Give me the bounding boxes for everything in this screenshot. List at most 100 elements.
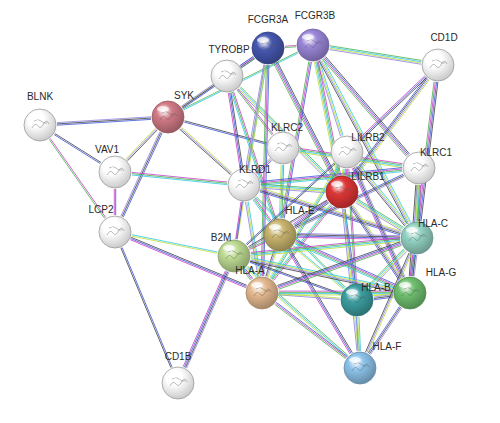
evidence-line xyxy=(121,248,171,368)
evidence-line xyxy=(180,129,231,174)
evidence-line xyxy=(356,203,402,231)
evidence-line xyxy=(285,46,296,48)
node-label: B2M xyxy=(211,232,232,244)
node-circle xyxy=(152,101,184,133)
protein-node: BLNK xyxy=(23,108,57,142)
evidence-line xyxy=(342,169,344,175)
protein-node: HLA-F xyxy=(343,351,377,385)
structure-glyph xyxy=(272,230,289,239)
node-sphere xyxy=(245,276,279,310)
interaction-edge xyxy=(368,306,401,354)
interaction-edge xyxy=(236,65,266,240)
node-sphere xyxy=(251,31,285,65)
sphere-highlight xyxy=(29,114,41,120)
node-label: HLA-G xyxy=(426,267,457,279)
node-label: LILRB1 xyxy=(351,171,384,183)
node-sphere xyxy=(393,276,427,310)
structure-glyph xyxy=(409,233,426,242)
node-label: HLA-F xyxy=(373,341,402,353)
node-sphere xyxy=(98,155,132,189)
evidence-line xyxy=(57,117,151,123)
evidence-line xyxy=(187,272,229,368)
structure-glyph xyxy=(170,378,187,387)
evidence-line xyxy=(351,77,427,177)
evidence-line xyxy=(276,303,347,357)
node-circle xyxy=(297,29,329,61)
sphere-highlight xyxy=(302,34,314,40)
sphere-highlight xyxy=(331,181,343,187)
evidence-line xyxy=(278,244,401,288)
evidence-line xyxy=(236,202,241,239)
sphere-highlight xyxy=(346,289,358,295)
evidence-line xyxy=(330,48,421,63)
evidence-line xyxy=(359,77,425,141)
node-label: KLRC1 xyxy=(420,147,452,159)
node-sphere xyxy=(343,351,377,385)
interaction-edge xyxy=(275,302,348,358)
node-label: CD1B xyxy=(165,351,192,363)
node-circle xyxy=(252,32,284,64)
structure-glyph xyxy=(430,60,447,69)
evidence-line xyxy=(321,60,409,223)
node-label: HLA-E xyxy=(285,205,314,217)
structure-glyph xyxy=(305,40,322,49)
evidence-line xyxy=(132,174,227,184)
node-circle xyxy=(264,219,296,251)
evidence-line xyxy=(57,118,151,124)
sphere-highlight xyxy=(408,157,420,163)
structure-glyph xyxy=(352,363,369,372)
evidence-line xyxy=(237,65,266,239)
evidence-line xyxy=(186,272,228,368)
evidence-line xyxy=(330,47,421,62)
sphere-highlight xyxy=(216,65,228,71)
node-label: KLRD1 xyxy=(239,164,271,176)
node-circle xyxy=(422,49,454,81)
evidence-line xyxy=(410,255,413,276)
sphere-highlight xyxy=(349,357,361,363)
node-label: VAV1 xyxy=(95,144,119,156)
evidence-line xyxy=(358,199,404,227)
node-label: KLRC2 xyxy=(271,122,303,134)
evidence-line xyxy=(285,45,296,47)
evidence-line xyxy=(358,76,424,140)
interaction-edge xyxy=(236,202,243,240)
evidence-line xyxy=(371,308,402,355)
protein-node: HLA-B xyxy=(340,283,374,317)
interaction-edge xyxy=(114,189,115,215)
interaction-edge xyxy=(357,317,361,351)
protein-node: KLRC2 xyxy=(266,131,300,165)
protein-node: SYK xyxy=(151,100,185,134)
sphere-highlight xyxy=(406,227,418,233)
structure-glyph xyxy=(334,187,351,196)
evidence-line xyxy=(246,65,264,169)
node-sphere xyxy=(296,28,330,62)
sphere-highlight xyxy=(251,282,263,288)
structure-glyph xyxy=(107,167,124,176)
node-circle xyxy=(24,109,56,141)
protein-node: HLA-A xyxy=(245,276,279,310)
sphere-highlight xyxy=(104,221,116,227)
evidence-line xyxy=(330,46,421,61)
structure-glyph xyxy=(219,71,236,80)
sphere-highlight xyxy=(269,224,281,230)
evidence-line xyxy=(344,169,346,175)
evidence-line xyxy=(360,78,426,142)
evidence-line xyxy=(279,293,393,294)
node-circle xyxy=(162,367,194,399)
evidence-line xyxy=(275,304,346,358)
protein-node: KLRD1 xyxy=(227,168,261,202)
node-label: CD1D xyxy=(430,32,457,44)
node-sphere xyxy=(98,215,132,249)
evidence-line xyxy=(249,242,264,249)
interaction-edge xyxy=(319,59,410,224)
evidence-line xyxy=(114,189,115,215)
structure-glyph xyxy=(32,120,49,129)
evidence-line xyxy=(276,302,347,356)
evidence-line xyxy=(115,189,116,215)
structure-glyph xyxy=(275,143,292,152)
sphere-highlight xyxy=(427,54,439,60)
node-sphere xyxy=(23,108,57,142)
evidence-line xyxy=(242,59,255,68)
node-sphere xyxy=(151,100,185,134)
evidence-line xyxy=(357,317,359,351)
